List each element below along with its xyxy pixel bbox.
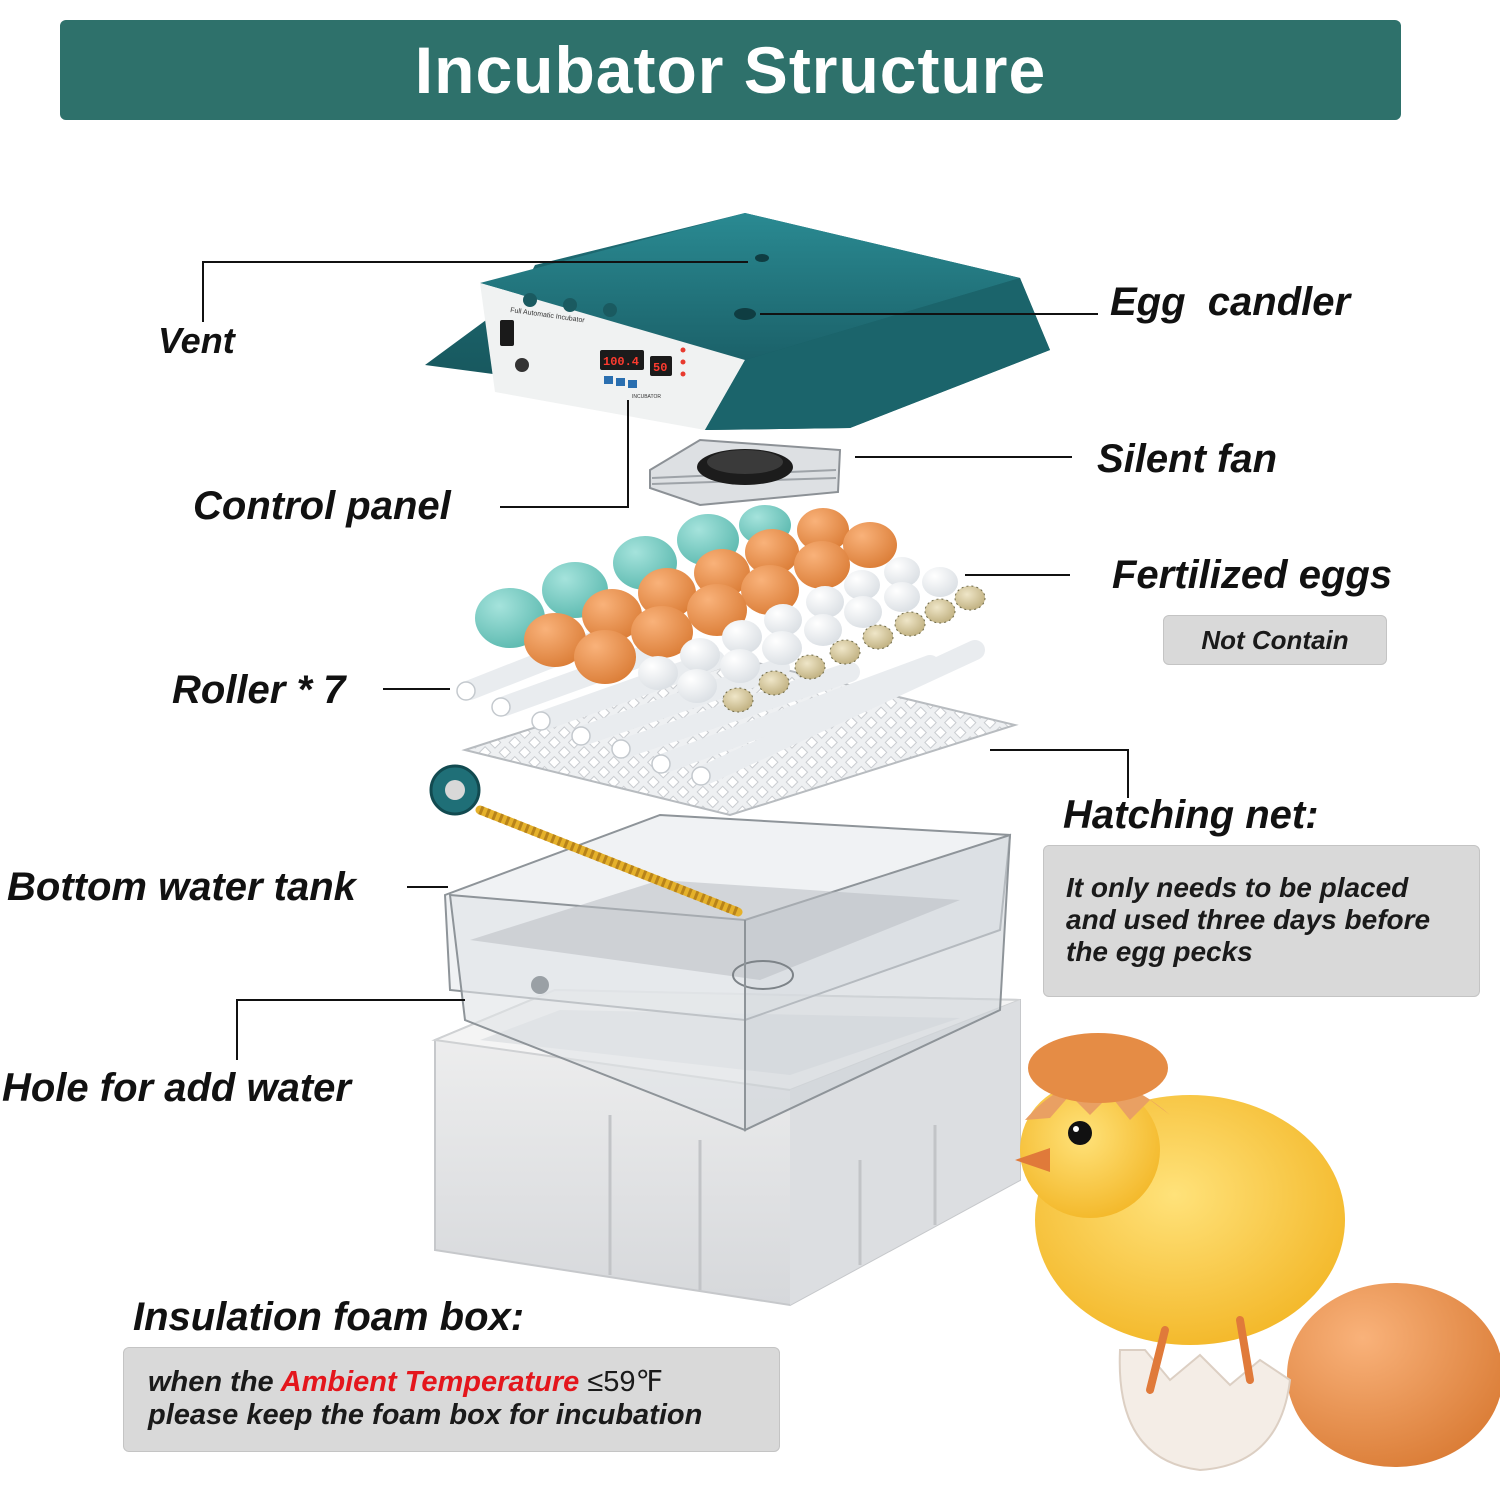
leader-lines bbox=[202, 261, 1129, 1060]
label-hatching-net: Hatching net: bbox=[1063, 793, 1319, 837]
chick-illustration bbox=[1015, 1033, 1500, 1472]
hatching-note-line-1: It only needs to be placed bbox=[1066, 872, 1409, 903]
not-contain-text: Not Contain bbox=[1201, 624, 1349, 655]
incubator-lid: Full Automatic Incubator 100.4 50 INCUBA… bbox=[425, 213, 1050, 430]
foam-note-line-2: please keep the foam box for incubation bbox=[148, 1399, 703, 1431]
panel-humidity-readout: 50 bbox=[653, 361, 667, 375]
foam-note-line-1: when the Ambient Temperature ≤59℉ bbox=[148, 1366, 779, 1399]
foam-note-temperature: ≤59℉ bbox=[587, 1366, 664, 1398]
label-vent: Vent bbox=[158, 320, 235, 361]
foam-note-prefix: when the bbox=[148, 1366, 274, 1398]
water-tank bbox=[443, 813, 1012, 1132]
foam-note-highlight: Ambient Temperature bbox=[280, 1366, 580, 1398]
label-bottom-water-tank: Bottom water tank bbox=[7, 865, 356, 909]
label-hole-for-add-water: Hole for add water bbox=[2, 1066, 351, 1110]
silent-fan bbox=[649, 438, 842, 507]
title-banner: Incubator Structure bbox=[60, 20, 1401, 120]
temperature-probe bbox=[429, 764, 743, 917]
not-contain-badge: Not Contain bbox=[1163, 615, 1387, 665]
panel-temperature-readout: 100.4 bbox=[603, 355, 639, 369]
page-title: Incubator Structure bbox=[414, 33, 1047, 107]
hatching-note-line-3: the egg pecks bbox=[1066, 936, 1253, 967]
hatching-note-line-2: and used three days before bbox=[1066, 904, 1431, 935]
hatching-note-box: It only needs to be placed and used thre… bbox=[1043, 845, 1480, 997]
panel-footer: INCUBATOR bbox=[632, 394, 661, 400]
label-silent-fan: Silent fan bbox=[1097, 437, 1278, 481]
label-egg-candler: Egg candler bbox=[1110, 280, 1351, 324]
foam-note-box: when the Ambient Temperature ≤59℉ please… bbox=[123, 1347, 780, 1452]
label-fertilized-eggs: Fertilized eggs bbox=[1112, 553, 1393, 597]
label-insulation-foam-box: Insulation foam box: bbox=[133, 1295, 525, 1339]
label-roller: Roller * 7 bbox=[172, 668, 346, 712]
eggs bbox=[475, 505, 986, 713]
label-control-panel: Control panel bbox=[193, 484, 451, 528]
